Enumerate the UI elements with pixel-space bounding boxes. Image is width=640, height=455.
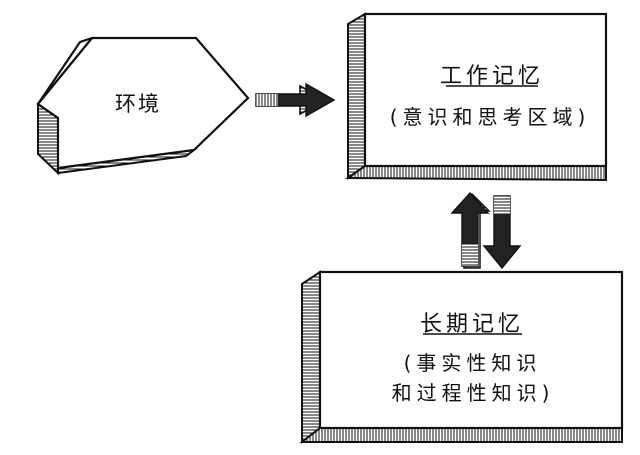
environment-label: 环境 — [115, 92, 161, 116]
working-memory-bottom-face — [344, 165, 607, 182]
environment-hexagon — [36, 36, 250, 176]
arrow-right-tail-hatch — [256, 94, 278, 106]
long-term-memory-title: 长期记忆 — [419, 312, 524, 337]
long-term-memory-subtitle-line-1: (事实性知识 — [403, 351, 542, 375]
long-term-memory-bottom-face — [299, 427, 623, 443]
long-term-memory-front-face — [318, 270, 624, 430]
arrow-long-term-to-working-memory — [450, 191, 491, 269]
arrow-down-tail-hatch — [494, 196, 510, 214]
arrow-environment-to-working-memory — [255, 82, 336, 118]
long-term-memory-box — [299, 270, 624, 445]
working-memory-subtitle: (意识和思考区域) — [389, 105, 591, 129]
long-term-memory-left-face — [301, 270, 321, 445]
working-memory-front-face — [363, 12, 608, 168]
working-memory-box — [344, 12, 608, 182]
arrow-working-to-long-term-memory — [482, 195, 522, 270]
environment-hexagon-top-edge — [37, 36, 93, 105]
working-memory-title: 工作记忆 — [439, 64, 544, 89]
environment-hexagon-top-face — [36, 36, 250, 170]
long-term-memory-subtitle-line-2: 和过程性知识) — [391, 381, 555, 405]
arrow-up-body — [450, 191, 490, 267]
arrow-up-tail-hatch — [462, 244, 478, 266]
working-memory-left-face — [347, 12, 366, 180]
